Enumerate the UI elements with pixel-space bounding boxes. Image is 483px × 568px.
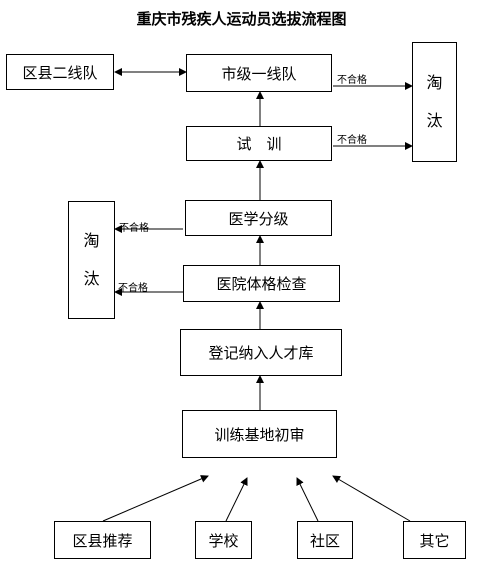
eliminate-right-char-1: 淘 [426, 72, 443, 92]
district-second-team-label: 区县二线队 [22, 63, 98, 82]
district-second-team-node: 区县二线队 [6, 54, 114, 90]
talent-registry-label: 登记纳入人才库 [208, 344, 314, 362]
community-node: 社区 [297, 521, 353, 559]
talent-registry-node: 登记纳入人才库 [180, 329, 342, 376]
community-label: 社区 [309, 531, 340, 550]
eliminate-left-char-2: 汰 [83, 269, 100, 288]
training-base-review-label: 训练基地初审 [214, 425, 305, 444]
trial-training-label: 试 训 [236, 135, 282, 153]
arrow-school-base [225, 477, 248, 522]
trial-training-node: 试 训 [186, 126, 332, 161]
eliminate-left-char-1: 淘 [83, 230, 100, 250]
district-recommend-node: 区县推荐 [54, 521, 151, 559]
city-first-team-node: 市级一线队 [186, 54, 332, 92]
other-node: 其它 [403, 521, 466, 559]
trial-fail-label: 不合格 [337, 135, 367, 146]
district-recommend-label: 区县推荐 [72, 531, 133, 550]
city-first-team-label: 市级一线队 [221, 64, 297, 83]
other-label: 其它 [419, 531, 450, 550]
eliminate-right-node: 淘 汰 [412, 42, 457, 162]
city-fail-label: 不合格 [337, 75, 367, 86]
training-base-review-node: 训练基地初审 [182, 410, 337, 458]
school-label: 学校 [208, 531, 239, 550]
medical-fail-label: 不合格 [119, 223, 149, 234]
arrow-community-base [296, 477, 319, 522]
diagram-title: 重庆市残疾人运动员选拔流程图 [136, 10, 347, 28]
medical-classification-label: 医学分级 [228, 209, 289, 228]
arrow-other-base [332, 475, 411, 522]
eliminate-right-char-2: 汰 [426, 111, 443, 130]
medical-classification-node: 医学分级 [185, 200, 332, 236]
hospital-fail-label: 不合格 [118, 283, 148, 294]
eliminate-left-node: 淘 汰 [68, 201, 115, 319]
arrow-district-base [102, 475, 209, 522]
hospital-exam-label: 医院体格检查 [216, 275, 307, 293]
school-node: 学校 [195, 521, 252, 559]
hospital-exam-node: 医院体格检查 [183, 265, 340, 302]
